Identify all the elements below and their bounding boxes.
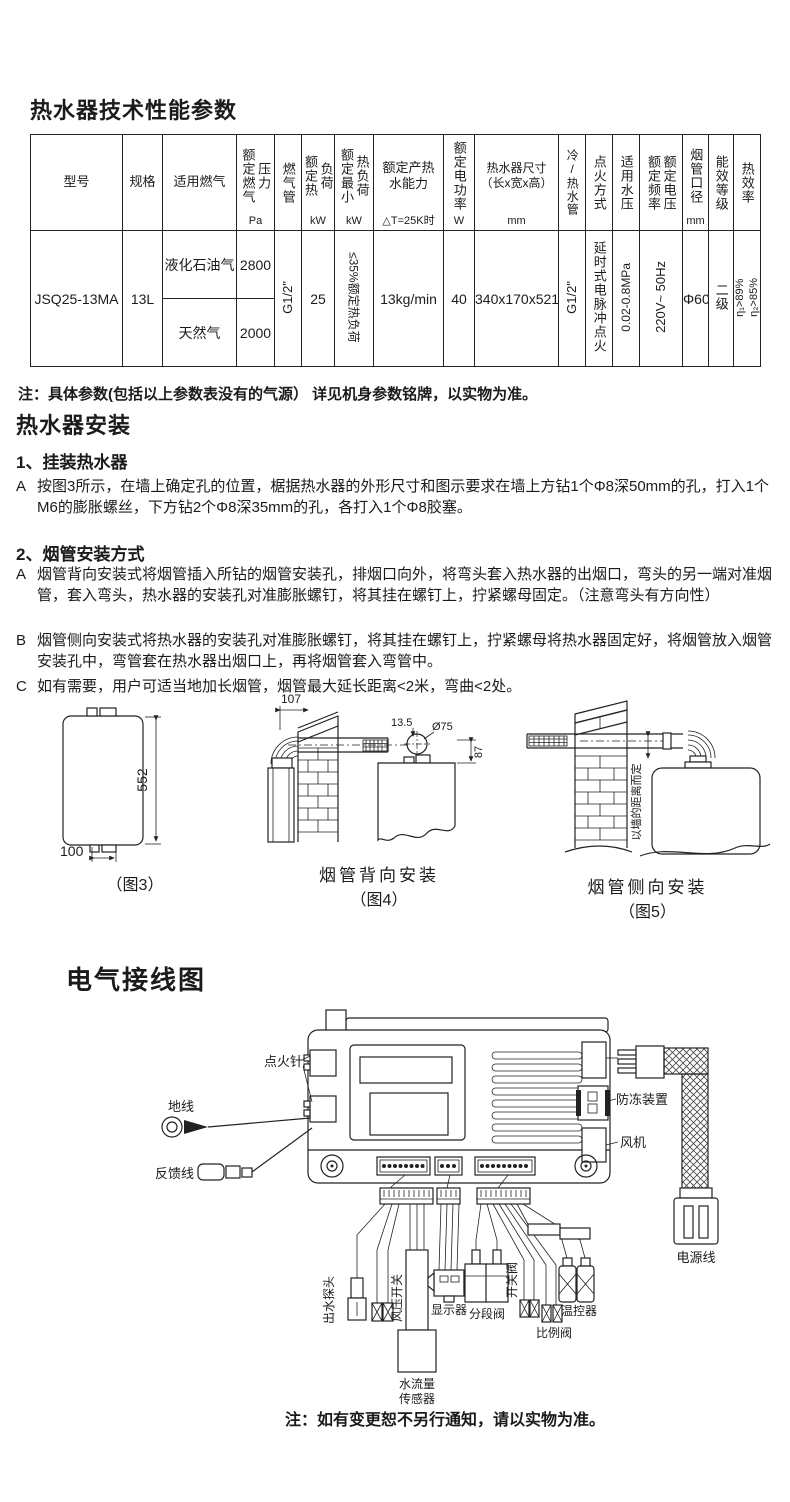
cell-efficiency: η₁>89% η₂>85% [733, 230, 761, 367]
col-header-size: 热水器尺寸 （长x宽x高）mm [474, 134, 559, 231]
thermostat-label: 温控器 [561, 1304, 597, 1318]
section-title-install: 热水器安装 [16, 413, 132, 438]
cell-energy: 二级 [708, 230, 734, 367]
fig4-title: 烟管背向安装 [319, 866, 439, 885]
cell-gas-1: 液化石油气 [162, 230, 237, 299]
cell-capacity: 13kg/min [373, 230, 444, 367]
para-text: 烟管背向安装式将烟管插入所钻的烟管安装孔，排烟口向外，将弯头套入热水器的出烟口，… [37, 566, 773, 605]
cell-water-pipe: G1/2" [558, 230, 586, 367]
col-header-gas-pipe: 燃气管 [274, 134, 302, 231]
install-para-a1: A 按图3所示，在墙上确定孔的位置，椐据热水器的外形尺寸和图示要求在墙上方钻1个… [16, 476, 776, 519]
figure-3: 552 100 （图3） [40, 698, 255, 898]
col-header-gas: 适用燃气 [162, 134, 237, 231]
display-label: 显示器 [431, 1303, 467, 1317]
install-para-b: B 烟管侧向安装式将热水器的安装孔对准膨胀螺钉，将其挂在螺钉上，拧紧螺母将热水器… [16, 630, 776, 673]
fig5-caption: （图5） [619, 904, 676, 921]
segment-valve-label: 分段阀 [469, 1306, 505, 1321]
fig3-dim-height: 552 [134, 768, 150, 792]
fig4-dim-107: 107 [281, 692, 301, 706]
para-text: 按图3所示，在墙上确定孔的位置，椐据热水器的外形尺寸和图示要求在墙上方钻1个Φ8… [37, 478, 770, 517]
fig4-dim-75: Ø75 [432, 721, 453, 733]
feedback-label: 反馈线 [155, 1166, 194, 1181]
install-para-c: C 如有需要，用户可适当地加长烟管，烟管最大延长距离<2米，弯曲<2处。 [16, 676, 776, 697]
col-header-ignition: 点火方式 [585, 134, 613, 231]
figure-5: 以墙的距离而定 烟管侧向安装 （图5） [520, 690, 775, 925]
figure-5-drawing: 以墙的距离而定 [526, 700, 771, 857]
wiring-diagram: 点火针 防冻装置 风机 [60, 1000, 770, 1425]
fig3-dim-width: 100 [60, 843, 84, 859]
flow-sensor-label-1: 水流量 [399, 1377, 435, 1391]
cell-gas-pipe: G1/2" [274, 230, 302, 367]
fan-label: 风机 [620, 1135, 646, 1150]
para-tag: A [16, 566, 27, 583]
section-title-specs: 热水器技术性能参数 [30, 98, 238, 123]
install-sub1: 1、挂装热水器 [16, 453, 128, 472]
col-header-model: 型号 [30, 134, 123, 231]
fig4-dim-135: 13.5 [391, 717, 412, 729]
col-header-freq-volt: 额定频率 额定电压 [639, 134, 683, 231]
cell-heat-load: 25 [301, 230, 335, 367]
col-header-energy: 能效等级 [708, 134, 734, 231]
para-tag: A [16, 478, 27, 495]
fig4-dim-87: 87 [473, 746, 485, 758]
switch-valve-label: 开关阀 [505, 1262, 519, 1298]
cell-pressure-1: 2800 [236, 230, 275, 299]
table-note: 注：具体参数(包括以上参数表没有的气源） 详见机身参数铭牌，以实物为准。 [18, 386, 538, 403]
cell-gas-2: 天然气 [162, 298, 237, 367]
cell-freq-volt: 220V~ 50Hz [639, 230, 683, 367]
figure-4: 107 [258, 690, 500, 912]
cell-model: JSQ25-13MA [30, 230, 123, 367]
flow-sensor-label-2: 传感器 [399, 1391, 435, 1406]
fig5-note: 以墙的距离而定 [629, 764, 643, 841]
antifreeze-label: 防冻装置 [616, 1092, 668, 1107]
cell-water-pressure: 0.02-0.8MPa [612, 230, 640, 367]
cell-min-load: ≤35%额定热负荷 [334, 230, 374, 367]
figure-3-drawing: 552 100 [60, 707, 161, 862]
cell-power: 40 [443, 230, 475, 367]
install-sub2: 2、烟管安装方式 [16, 545, 145, 564]
ignition-pin-label: 点火针 [264, 1054, 303, 1069]
power-cord-label: 电源线 [676, 1250, 715, 1265]
fig3-caption: （图3） [106, 877, 164, 894]
section-title-wiring: 电气接线图 [66, 965, 207, 995]
air-pressure-switch-label: 风压开关 [390, 1274, 404, 1322]
col-header-water-pressure: 适用水压 [612, 134, 640, 231]
install-para-a2: A 烟管背向安装式将烟管插入所钻的烟管安装孔，排烟口向外，将弯头套入热水器的出烟… [16, 564, 776, 607]
cell-flue: Φ60 [682, 230, 709, 367]
bottom-note: 注：如有变更恕不另行通知，请以实物为准。 [285, 1412, 606, 1429]
col-header-capacity: 额定产热 水能力△T=25K时 [373, 134, 444, 231]
fig5-title: 烟管侧向安装 [587, 878, 708, 897]
col-header-efficiency: 热效率 [733, 134, 761, 231]
col-header-spec: 规格 [122, 134, 163, 231]
cell-spec: 13L [122, 230, 163, 367]
para-tag: C [16, 678, 27, 695]
para-tag: B [16, 632, 27, 649]
fig4-caption: （图4） [350, 892, 408, 909]
cell-size: 340x170x521 [474, 230, 559, 367]
ground-label: 地线 [168, 1099, 194, 1114]
figure-4-drawing: 107 [267, 692, 485, 843]
proportional-valve-label: 比例阀 [536, 1326, 572, 1340]
col-header-water-pipe: 冷/热水管 [558, 134, 586, 231]
outlet-probe-label: 出水探头 [322, 1276, 336, 1324]
para-text: 烟管侧向安装式将热水器的安装孔对准膨胀螺钉，将其挂在螺钉上，拧紧螺母将热水器固定… [37, 632, 773, 671]
para-text: 如有需要，用户可适当地加长烟管，烟管最大延长距离<2米，弯曲<2处。 [37, 678, 522, 695]
cell-pressure-2: 2000 [236, 298, 275, 367]
cell-ignition: 延时式电脉冲点火 [585, 230, 613, 367]
